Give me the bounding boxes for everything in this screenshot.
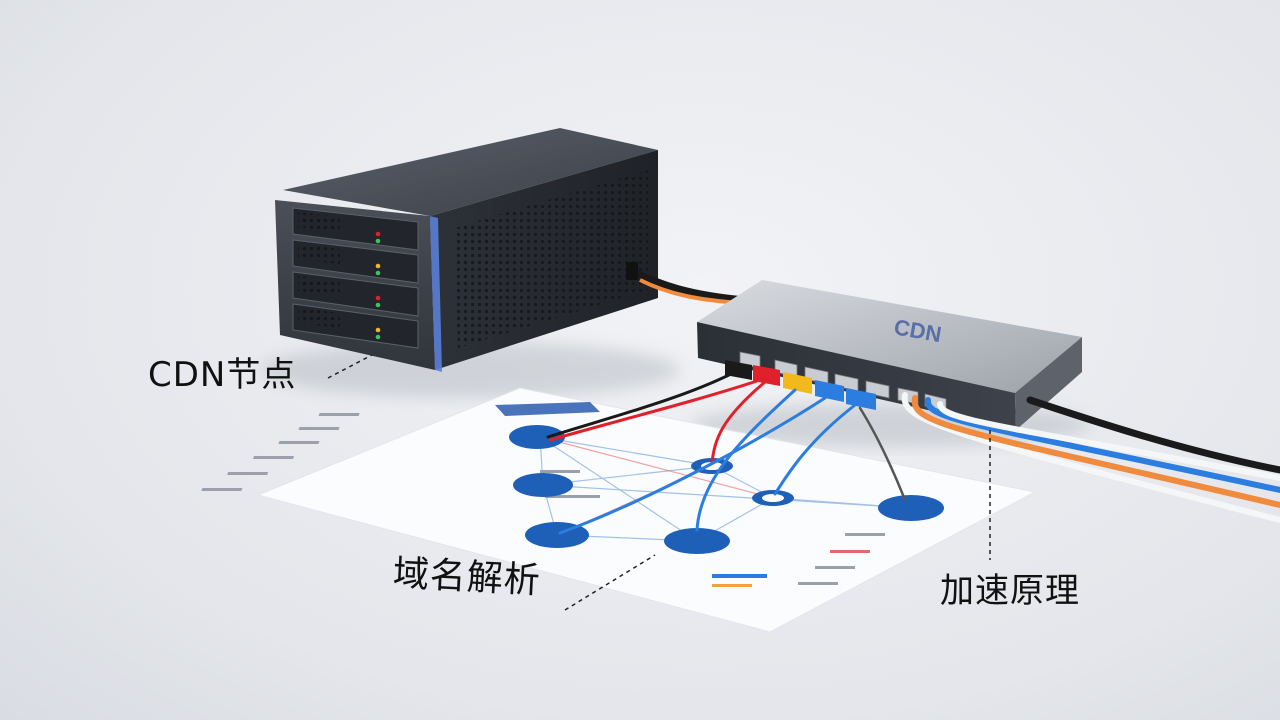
yellow-connector: [783, 372, 812, 394]
dns-resolution-label: 域名解析: [391, 553, 542, 602]
diagram-node: [878, 495, 944, 521]
network-diagram-sheet: [201, 387, 1037, 633]
acceleration-principle-label: 加速原理: [940, 571, 1080, 611]
server-tower: [275, 128, 746, 372]
patch-cables: [546, 370, 907, 535]
diagram-hub-node: [752, 490, 794, 506]
blue-connector: [815, 380, 844, 402]
cdn-node-label: CDN节点: [148, 355, 297, 395]
callout-leaders: [327, 354, 991, 611]
diagram-node: [509, 425, 565, 449]
diagram-node: [664, 528, 730, 554]
cdn-switch-device: CDN: [697, 280, 1082, 430]
diagram-node: [513, 473, 573, 497]
uplink-cables: [901, 392, 1280, 523]
